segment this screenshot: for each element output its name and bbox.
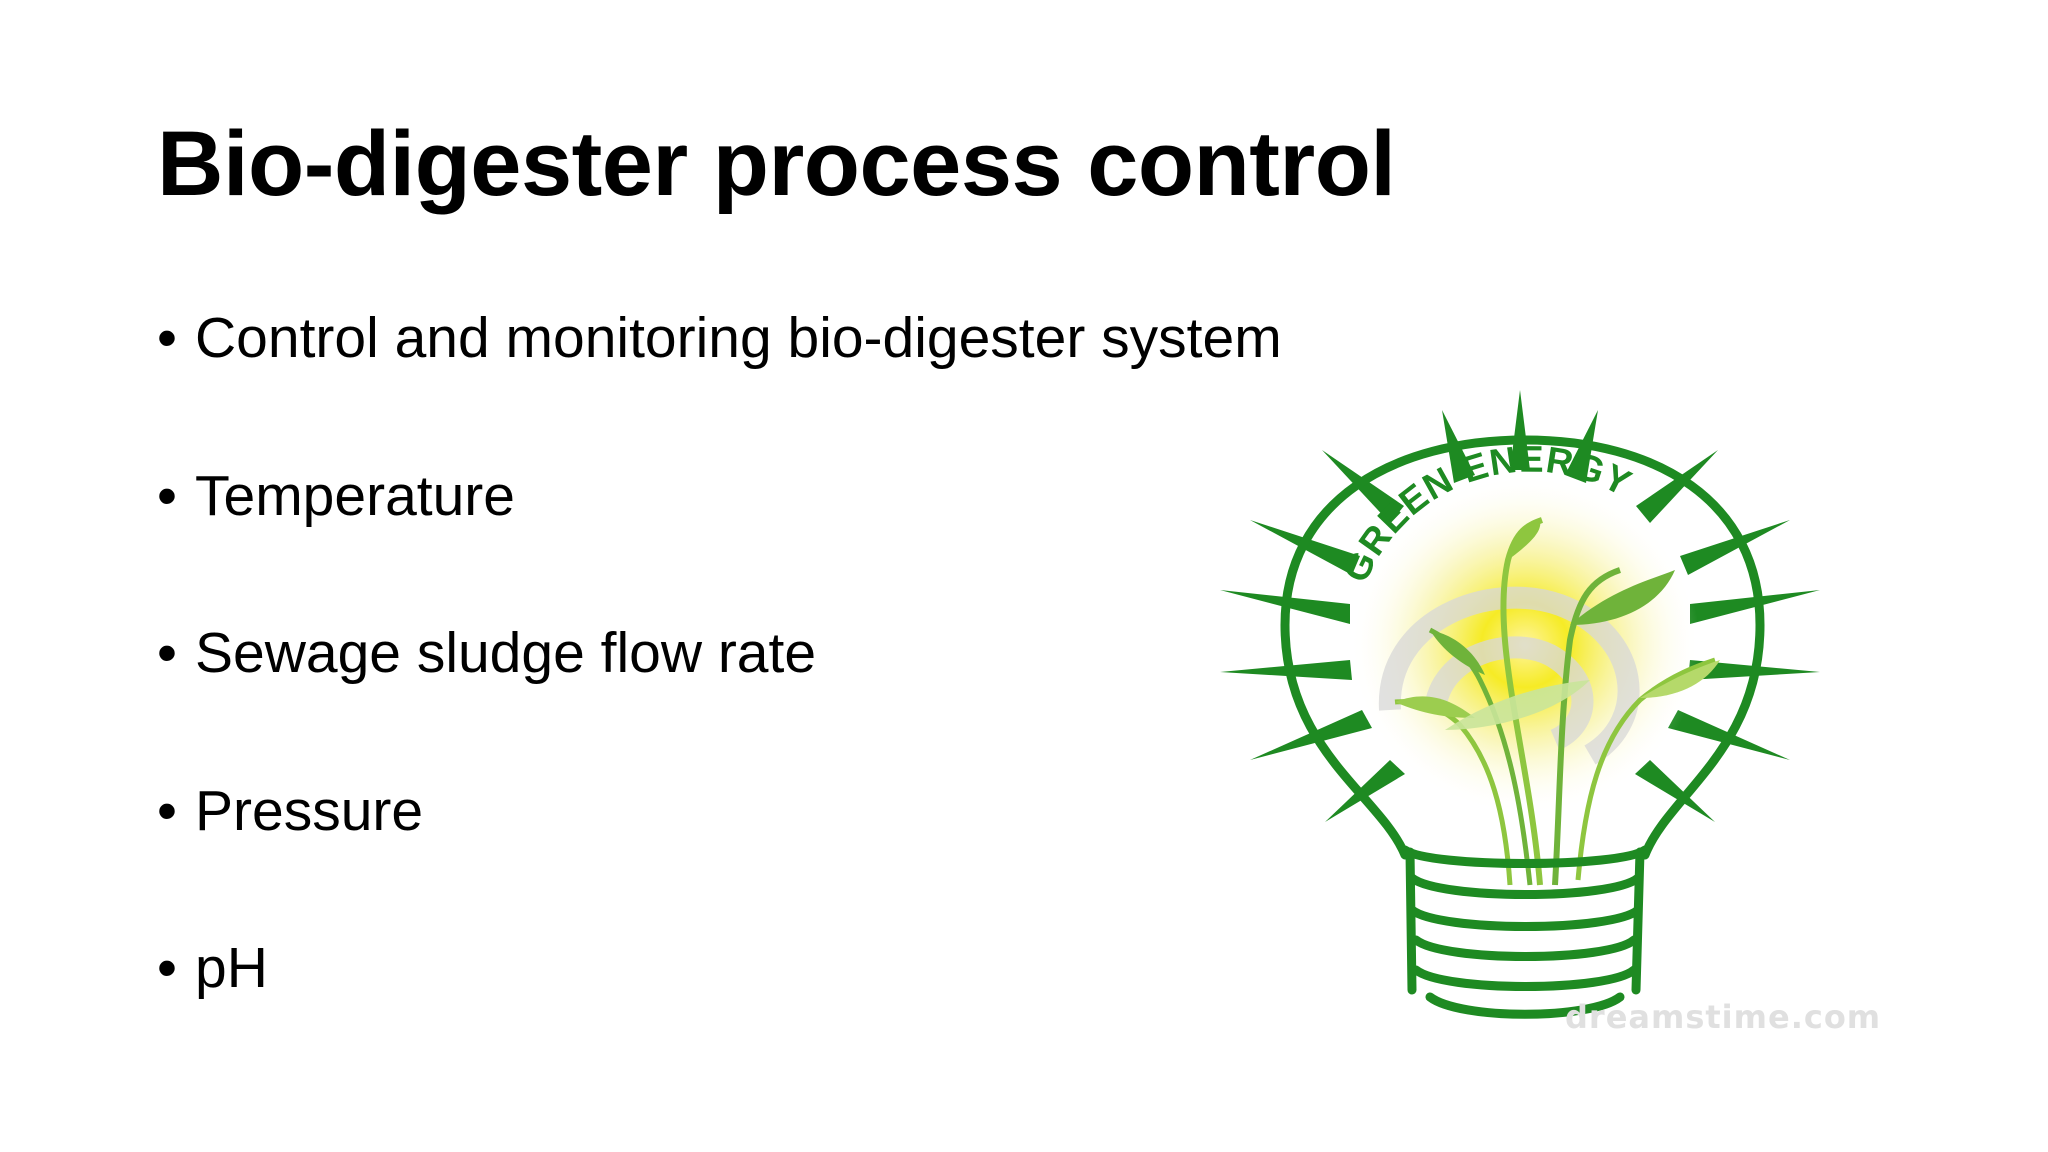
bullet-item: • pH bbox=[157, 928, 1282, 1086]
green-energy-bulb-illustration: GREEN ENERGY dreamstime.com bbox=[1220, 390, 1881, 1036]
bullet-marker: • bbox=[157, 778, 177, 843]
bullet-item: • Sewage sludge flow rate bbox=[157, 613, 1282, 771]
bullet-text: Pressure bbox=[195, 778, 424, 843]
bullet-item: • Temperature bbox=[157, 456, 1282, 614]
bulb-outline-icon bbox=[1280, 435, 1765, 860]
bullet-text: Temperature bbox=[195, 463, 515, 528]
bullet-marker: • bbox=[157, 306, 177, 370]
slide-title: Bio-digester process control bbox=[157, 113, 1396, 215]
bullet-marker: • bbox=[157, 936, 177, 1000]
bullet-text: Sewage sludge flow rate bbox=[195, 621, 817, 685]
dreamstime-watermark: dreamstime.com bbox=[1565, 998, 1881, 1036]
bullet-item: • Pressure bbox=[157, 771, 1282, 929]
bullet-marker: • bbox=[157, 621, 177, 685]
bullet-text: pH bbox=[195, 936, 268, 1000]
bullet-list: • Control and monitoring bio-digester sys… bbox=[157, 298, 1282, 1086]
bulb-base-icon bbox=[1400, 845, 1650, 1019]
bullet-item: • Control and monitoring bio-digester sys… bbox=[157, 298, 1282, 456]
swirl-shape bbox=[1378, 586, 1640, 765]
bullet-marker: • bbox=[157, 463, 177, 528]
sprout-leaves-icon bbox=[1394, 517, 1720, 886]
bullet-text: Control and monitoring bio-digester syst… bbox=[195, 306, 1282, 370]
